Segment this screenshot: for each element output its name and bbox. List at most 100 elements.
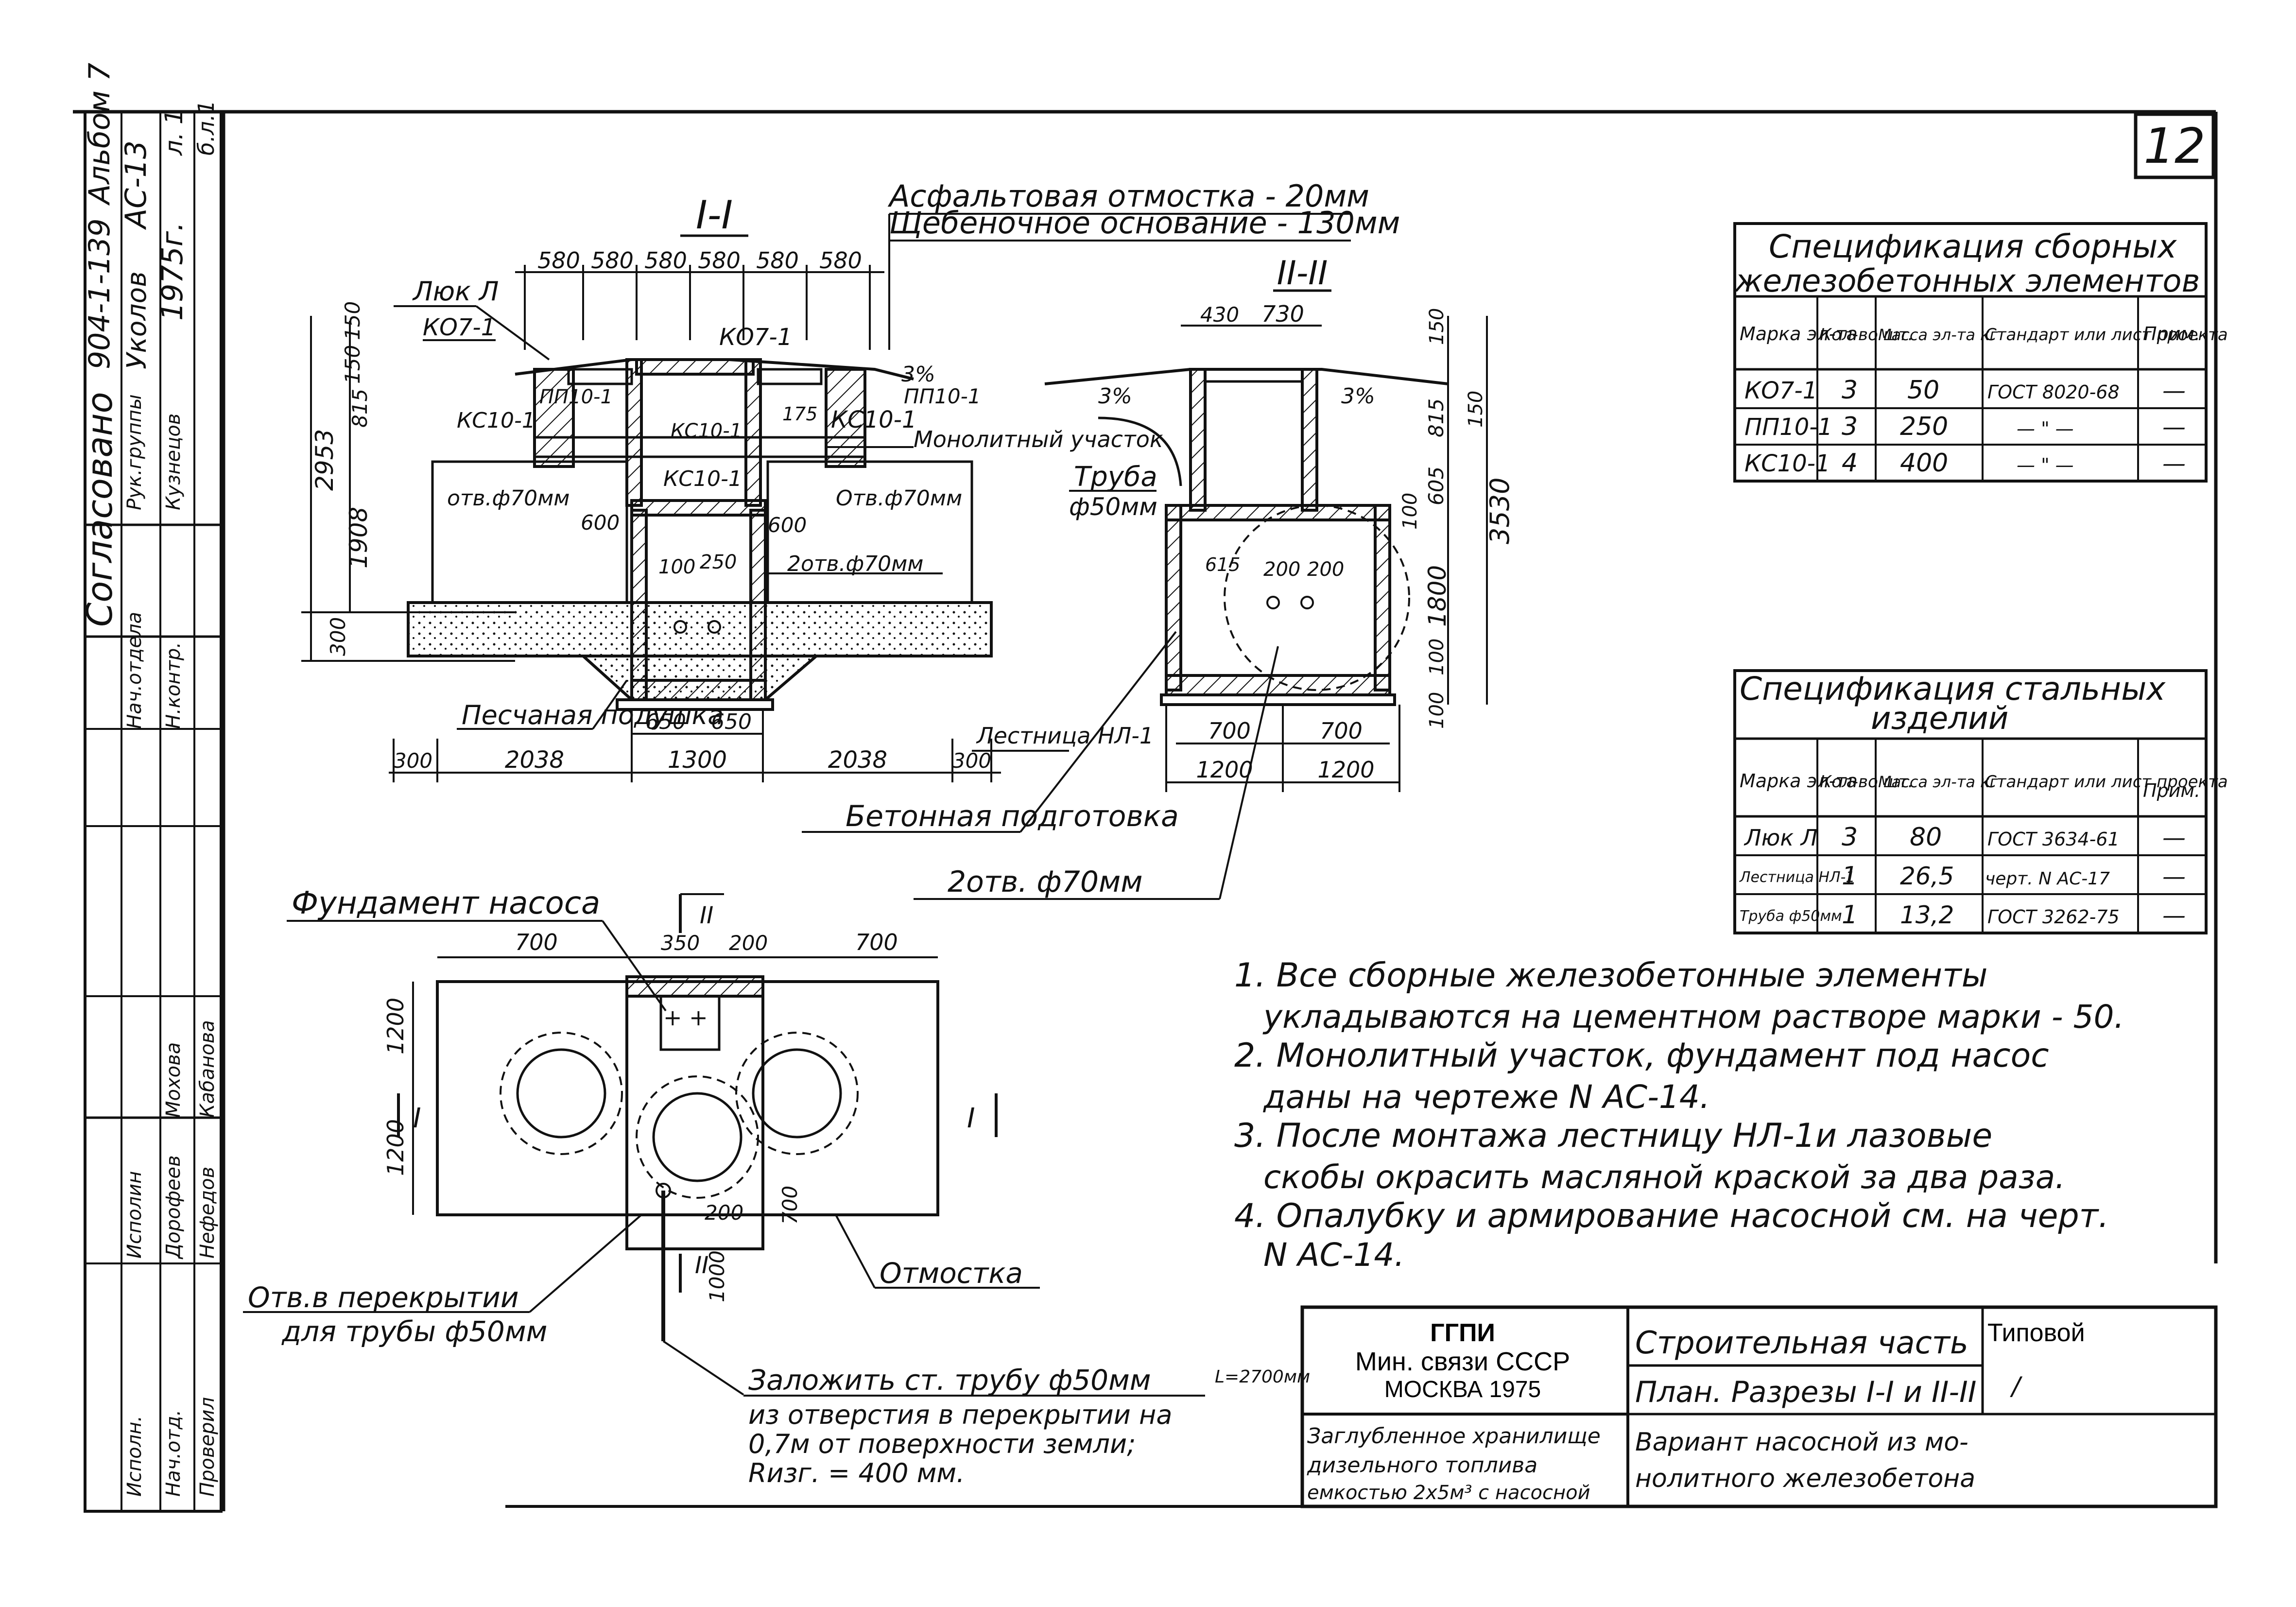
label-foundation: Фундамент насоса xyxy=(292,885,600,921)
spec-st-row: Люк Л 3 80 ГОСТ 3634-61 — xyxy=(1744,823,2186,852)
note-line: 4. Опалубку и армирование насосной см. н… xyxy=(1234,1197,2109,1235)
note-pipe-3: из отверстия в перекрытии на xyxy=(748,1400,1172,1430)
svg-text:26,5: 26,5 xyxy=(1900,862,1954,890)
sheet-number: 12 xyxy=(2143,118,2205,174)
label-pipe-d: ф50мм xyxy=(1069,493,1157,521)
dim-left-6: 300 xyxy=(326,617,350,656)
spec-rc-h5: Прим. xyxy=(2143,323,2200,345)
stamp-sheet-no: л. 1 xyxy=(160,109,188,156)
svg-text:—: — xyxy=(2162,824,2186,851)
label-kc-2: КС10-1 xyxy=(671,420,742,442)
svg-text:3: 3 xyxy=(1842,376,1858,405)
dim-plan-1000: 1000 xyxy=(705,1250,729,1302)
dim-plan-200: 200 xyxy=(729,931,768,955)
stamp-role-2: Рук.группы xyxy=(123,394,146,510)
stamp-approval: Согласовано xyxy=(79,392,120,627)
tb-variant-2: нолитного железобетона xyxy=(1635,1464,1975,1493)
dim-plan-700a: 700 xyxy=(515,929,558,955)
dim-inner-175: 175 xyxy=(782,403,818,425)
spec-rc-row: ПП10-1 3 250 — " — — xyxy=(1744,412,2186,441)
spec-rc-row: КО7-1 3 50 ГОСТ 8020-68 — xyxy=(1744,376,2186,405)
plus-marks: + + xyxy=(663,1004,708,1031)
top-dim-ticks xyxy=(524,265,871,350)
spec-st-row: Лестница НЛ-1 1 26,5 черт. N АС-17 — xyxy=(1739,862,2186,891)
note-line: 3. После монтажа лестницу НЛ-1и лазовые xyxy=(1234,1117,1992,1155)
dim-r-605: 605 xyxy=(1424,467,1448,505)
tb-stamp-no: / xyxy=(2010,1372,2023,1401)
dim-plan-1200b: 1200 xyxy=(382,1119,409,1176)
svg-text:—: — xyxy=(2162,902,2186,929)
svg-text:— " —: — " — xyxy=(2017,418,2074,439)
dim-b-700b: 700 xyxy=(1320,718,1363,744)
spec-rc-title-1: Спецификация сборных xyxy=(1769,228,2177,265)
svg-text:—: — xyxy=(2162,377,2186,404)
stamp-code: 904-1-139 xyxy=(83,218,117,369)
dim-inner-250: 250 xyxy=(700,551,737,573)
svg-text:—: — xyxy=(2162,863,2186,890)
dim-r-815: 815 xyxy=(1424,398,1448,437)
dim-bottom-3: 1300 xyxy=(668,746,727,774)
stamp-role-1: Нач.отдела xyxy=(123,612,146,729)
section-I-I: I-I Асфальтовая отмостка - 20мм Щебеночн… xyxy=(301,178,1400,900)
label-asphalt: Асфальтовая отмостка - 20мм xyxy=(887,178,1369,214)
dim-plan-1200a: 1200 xyxy=(382,998,409,1054)
dim-top-730: 730 xyxy=(1261,301,1304,327)
dim-ii-615: 615 xyxy=(1205,554,1241,575)
label-kc-4: КС10-1 xyxy=(831,406,917,433)
section-II-title: II-II xyxy=(1277,254,1328,293)
svg-text:4: 4 xyxy=(1842,449,1858,478)
dim-r-3530: 3530 xyxy=(1485,478,1515,544)
label-kc-3: КС10-1 xyxy=(663,467,742,491)
svg-text:Лестница НЛ-1: Лестница НЛ-1 xyxy=(1739,869,1855,886)
spec-st-h3: Масса эл-та кг xyxy=(1878,773,1998,791)
tb-org: ГГПИ xyxy=(1430,1319,1495,1347)
cut-mark-left: I xyxy=(413,1103,421,1134)
svg-text:ГОСТ 3634-61: ГОСТ 3634-61 xyxy=(1987,829,2120,850)
svg-text:КС10-1: КС10-1 xyxy=(1744,450,1830,477)
svg-text:3: 3 xyxy=(1842,412,1858,441)
stamp-role-4: Исполн. xyxy=(123,1416,146,1497)
stamp-name-2: Мохова xyxy=(162,1042,185,1118)
label-gravel: Щебеночное основание - 130мм xyxy=(889,205,1400,241)
svg-text:— " —: — " — xyxy=(2017,454,2074,476)
dim-inner-650a: 650 xyxy=(645,709,686,734)
dim-left-1: 150 xyxy=(341,301,364,340)
label-pp-2: ПП10-1 xyxy=(904,384,981,408)
cut-mark-right: I xyxy=(967,1103,975,1134)
spec-st-title-1: Спецификация стальных xyxy=(1740,670,2166,708)
spec-st-row: Труба ф50мм 1 13,2 ГОСТ 3262-75 — xyxy=(1740,900,2186,930)
svg-text:—: — xyxy=(2162,414,2186,441)
stamp-misc-2: б.л.1 xyxy=(193,100,219,156)
dim-ii-200b: 200 xyxy=(1307,558,1344,581)
dim-ii-200a: 200 xyxy=(1263,558,1300,581)
tb-sheet-title: План. Разрезы I-I и II-II xyxy=(1635,1375,1976,1409)
label-hole-2: Отв.ф70мм xyxy=(836,486,962,511)
svg-text:черт. N АС-17: черт. N АС-17 xyxy=(1985,869,2110,889)
stamp-role-3: Н.контр. xyxy=(162,642,185,729)
dim-top-4: 580 xyxy=(698,247,741,274)
spec-st-h2: Кол-во шт. xyxy=(1820,772,1913,792)
stamp-sheet-ref: АС-13 xyxy=(119,140,153,230)
dim-r-150b: 150 xyxy=(1465,391,1487,428)
svg-text:80: 80 xyxy=(1910,823,1942,852)
label-outlet: Отв.в перекрытии xyxy=(248,1281,519,1314)
spec-st-h4: Стандарт или лист проекта xyxy=(1985,772,2228,792)
stamp-year: 1975г. xyxy=(155,222,190,321)
svg-text:—: — xyxy=(2162,450,2186,477)
dim-top-3: 580 xyxy=(644,247,687,274)
dim-left-3: 815 xyxy=(348,389,372,428)
spec-rc-h2: Кол-во шт. xyxy=(1820,325,1913,345)
stamp-name-4: Нефедов xyxy=(196,1167,219,1259)
label-hatch: Люк Л xyxy=(412,276,499,307)
svg-text:13,2: 13,2 xyxy=(1900,901,1954,929)
stamp-name-1: Исполин xyxy=(123,1171,146,1259)
label-outlet-2: для трубы ф50мм xyxy=(281,1315,547,1348)
note-pipe-1: Заложить ст. трубу ф50мм xyxy=(748,1364,1151,1397)
label-holes-2: 2отв. ф70мм xyxy=(948,865,1143,899)
svg-text:1: 1 xyxy=(1842,862,1858,891)
spec-rc-h4: Стандарт или лист проекта xyxy=(1985,325,2228,345)
svg-text:КО7-1: КО7-1 xyxy=(1744,377,1817,404)
stamp-misc-1: Уколов xyxy=(121,271,152,369)
dim-inner-100: 100 xyxy=(658,556,695,578)
spec-st-title-2: изделий xyxy=(1871,701,2008,737)
